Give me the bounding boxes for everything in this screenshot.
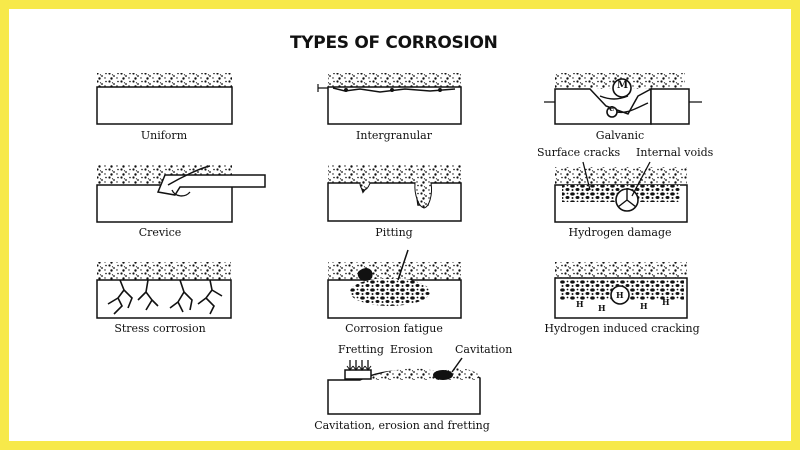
crevice-panel [96,165,266,223]
caption-cavitation-erosion-fretting: Cavitation, erosion and fretting [314,419,490,432]
label-h-3: H [616,290,624,300]
caption-hydrogen-damage: Hydrogen damage [568,226,672,239]
label-fretting: Fretting [338,343,384,356]
galvanic-panel [544,73,702,125]
label-internal-voids: Internal voids [636,146,714,159]
label-h-5: H [662,297,670,307]
label-erosion: Erosion [390,343,433,356]
pitting-panel [327,165,462,222]
caption-uniform: Uniform [140,129,188,142]
label-h-2: H [598,303,606,313]
label-cavitation: Cavitation [455,343,513,356]
caption-intergranular: Intergranular [356,129,432,142]
label-h-1: H [576,299,584,309]
cavitation-erosion-fretting-panel [327,357,481,415]
caption-pitting: Pitting [375,226,413,239]
caption-crevice: Crevice [138,226,182,239]
caption-corrosion-fatigue: Corrosion fatigue [345,322,443,335]
label-h-4: H [640,301,648,311]
hydrogen-induced-cracking-panel [554,262,688,319]
label-surface-cracks: Surface cracks [537,146,621,159]
uniform-panel [96,73,233,125]
label-galvanic-e: e [609,104,615,114]
hydrogen-damage-panel [554,161,688,223]
stress-corrosion-panel [96,262,232,319]
corrosion-fatigue-panel [327,249,462,319]
caption-stress-corrosion: Stress corrosion [114,322,206,335]
caption-hydrogen-induced-cracking: Hydrogen induced cracking [544,322,700,335]
caption-galvanic: Galvanic [595,129,645,142]
intergranular-panel [317,73,462,125]
label-galvanic-m: M [617,80,629,91]
page-title: TYPES OF CORROSION [290,33,498,53]
